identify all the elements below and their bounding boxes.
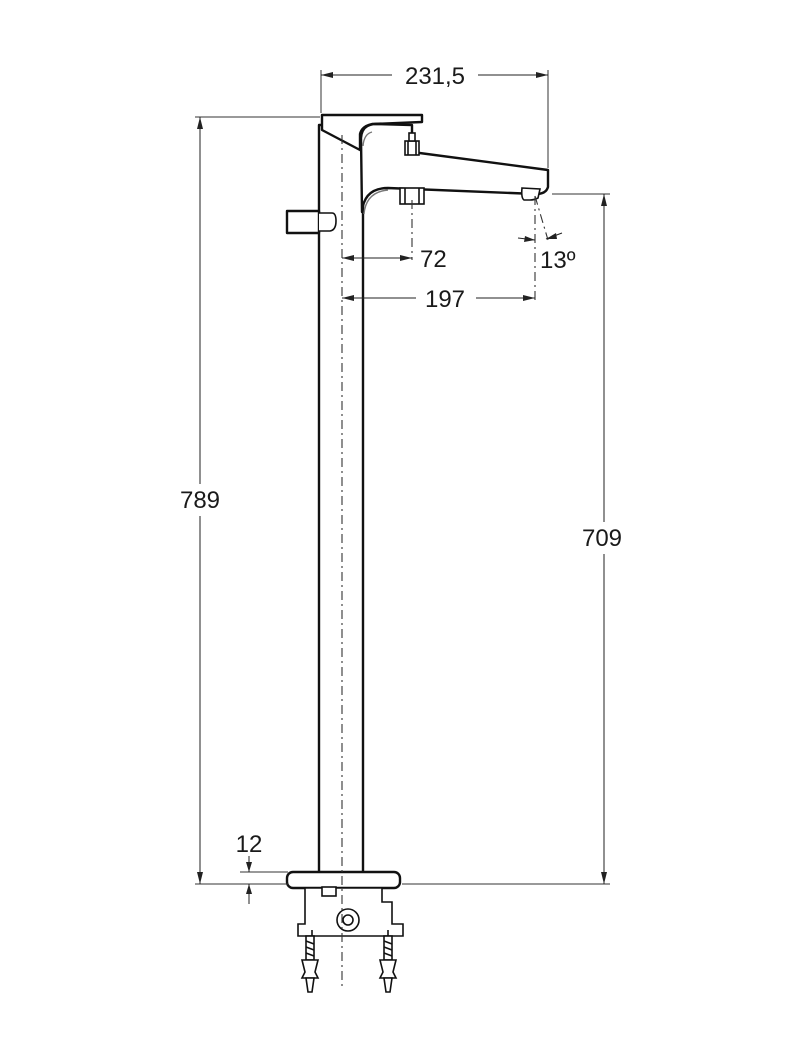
faucet-column xyxy=(317,123,365,875)
dim-base-thickness-label: 12 xyxy=(236,831,263,858)
anchor-bolt-left xyxy=(300,935,320,993)
center-lines xyxy=(341,135,549,990)
dim-spout-reach: 197 xyxy=(342,282,535,313)
diverter-knob xyxy=(404,140,420,156)
dim-total-height-label: 789 xyxy=(180,487,220,514)
spout xyxy=(359,122,550,214)
dim-spout-reach-label: 197 xyxy=(425,286,465,313)
dim-handle-offset: 72 xyxy=(342,246,447,273)
shower-holder xyxy=(285,209,321,235)
faucet-body xyxy=(285,113,550,993)
dim-top-width-label: 231,5 xyxy=(405,63,465,90)
base-plate xyxy=(285,870,402,890)
spout-aerator xyxy=(520,187,541,201)
dim-base-thickness: 12 xyxy=(236,831,288,904)
dim-spout-angle-label: 13º xyxy=(540,247,576,274)
anchor-bolt-right xyxy=(378,935,398,993)
dim-spout-height: 709 xyxy=(402,193,632,885)
dim-handle-offset-label: 72 xyxy=(420,246,447,273)
dim-spout-angle: 13º xyxy=(517,232,576,274)
dim-spout-height-label: 709 xyxy=(582,525,622,552)
dim-top-width: 231,5 xyxy=(320,58,549,168)
dim-total-height: 789 xyxy=(172,116,320,885)
